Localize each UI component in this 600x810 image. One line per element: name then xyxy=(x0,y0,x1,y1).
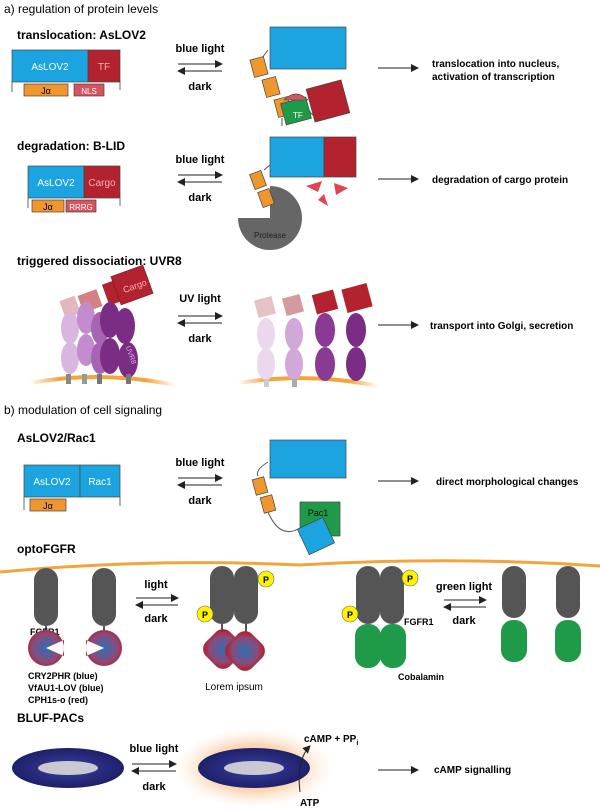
ja-label-3: Jα xyxy=(43,501,53,511)
arrow-top-label-4: blue light xyxy=(176,457,225,469)
arrow-bottom-label-5: dark xyxy=(142,781,166,793)
fgfr-dark-state: FGFR1 CRY2PHR (blue) VfAU1-LOV (blue) CP… xyxy=(28,568,122,705)
aslov2-label-2: AsLOV2 xyxy=(37,178,75,189)
phospho-p-2: P xyxy=(202,610,208,620)
arrow-bottom-label-2: dark xyxy=(188,192,212,204)
optofgfr-title: optoFGFR xyxy=(17,542,76,556)
arrow-top-label-3: UV light xyxy=(179,293,221,305)
blid-lit-construct: Protease xyxy=(238,136,357,250)
protease-shape xyxy=(238,186,302,250)
dissociation-title: triggered dissociation: UVR8 xyxy=(17,254,182,268)
translocation-result-line2: activation of transcription xyxy=(432,72,555,83)
arrows-optofgfr-1: light dark xyxy=(135,579,179,625)
dissociation-result: transport into Golgi, secretion xyxy=(430,321,573,332)
aslov2-box xyxy=(11,49,89,83)
bluf-result: cAMP signalling xyxy=(434,765,511,776)
section-a-label: a) regulation of protein levels xyxy=(4,2,158,16)
arrow-bottom-label-3: dark xyxy=(188,333,212,345)
degradation-result: degradation of cargo protein xyxy=(432,175,568,186)
rac1-lit-construct: Pac1 xyxy=(251,439,347,556)
tf-box xyxy=(87,49,121,83)
arrow-top-label: blue light xyxy=(176,43,225,55)
fgfr-lit-state: P P Lorem ipsum xyxy=(196,566,275,693)
aslov2-label-3: AsLOV2 xyxy=(33,477,71,488)
arrow1-top-label: light xyxy=(144,579,168,591)
translocation-result: translocation into nucleus, xyxy=(432,59,559,70)
arrows-uvr8: UV light dark xyxy=(177,293,223,345)
nls-box xyxy=(73,83,105,97)
small-tf-label: TF xyxy=(293,111,303,120)
uvr8-dark-state: Cargo UVR8 xyxy=(29,264,176,387)
rac1-result: direct morphological changes xyxy=(436,477,579,488)
ja-label-2: Jα xyxy=(43,202,53,212)
legend-cry2phr: CRY2PHR (blue) xyxy=(28,671,98,681)
phospho-p-4: P xyxy=(347,610,353,620)
ja-box xyxy=(23,83,69,97)
arrow1-bottom-label: dark xyxy=(144,613,168,625)
arrows-bluf: blue light dark xyxy=(130,743,179,793)
nls-label: NLS xyxy=(81,87,97,96)
aslov2-tf-dark-construct: AsLOV2 TF Jα NLS xyxy=(11,49,121,97)
protease-label: Protease xyxy=(254,231,287,240)
bluf-dark-cell xyxy=(12,748,124,788)
cobalamin-label: Cobalamin xyxy=(398,672,444,682)
camp-pp-label: cAMP + PPi xyxy=(304,734,358,747)
pac1-label: Pac1 xyxy=(308,508,329,518)
arrows-degradation: blue light dark xyxy=(176,154,225,204)
uvr8-lit-state xyxy=(237,283,379,388)
bluf-lit-cell: cAMP + PPi ATP xyxy=(174,728,358,809)
atp-label: ATP xyxy=(300,798,320,809)
arrow-top-label-2: blue light xyxy=(176,154,225,166)
fgfr-cobalamin-dark: P P FGFR1 Cobalamin xyxy=(341,566,444,682)
rac1-label: Rac1 xyxy=(88,477,112,488)
aslov2-tf-lit-construct: TF xyxy=(249,26,351,126)
arrow-bottom-label-4: dark xyxy=(188,495,212,507)
arrow2-top-label: green light xyxy=(436,581,493,593)
fgfr1-label-right: FGFR1 xyxy=(404,617,434,627)
tf-label: TF xyxy=(98,62,110,73)
blid-dark-construct: AsLOV2 Cargo Jα RRRG xyxy=(27,165,121,213)
arrow-top-label-5: blue light xyxy=(130,743,179,755)
arrow-bottom-label: dark xyxy=(188,81,212,93)
phospho-p-3: P xyxy=(407,574,413,584)
degradation-title: degradation: B-LID xyxy=(17,139,125,153)
lorem-ipsum-label: Lorem ipsum xyxy=(205,682,263,693)
phospho-p-1: P xyxy=(263,575,269,585)
arrow2-bottom-label: dark xyxy=(452,615,476,627)
arrows-optofgfr-2: green light dark xyxy=(436,581,493,627)
arrows-translocation: blue light dark xyxy=(176,43,225,93)
ja-label: Jα xyxy=(41,86,51,96)
arrows-rac1: blue light dark xyxy=(176,457,225,507)
fgfr-cobalamin-lit xyxy=(501,566,581,662)
aslov2-label: AsLOV2 xyxy=(31,62,69,73)
rac1-title: AsLOV2/Rac1 xyxy=(17,431,96,445)
blufpacs-title: BLUF-PACs xyxy=(17,711,84,725)
rac1-dark-construct: AsLOV2 Rac1 Jα xyxy=(23,464,121,512)
legend-vfau1: VfAU1-LOV (blue) xyxy=(28,683,104,693)
translocation-title: translocation: AsLOV2 xyxy=(17,28,146,42)
rrrg-label: RRRG xyxy=(69,203,93,212)
cargo-label: Cargo xyxy=(88,178,116,189)
section-b-label: b) modulation of cell signaling xyxy=(4,403,162,417)
legend-cph1: CPH1s-o (red) xyxy=(28,695,88,705)
